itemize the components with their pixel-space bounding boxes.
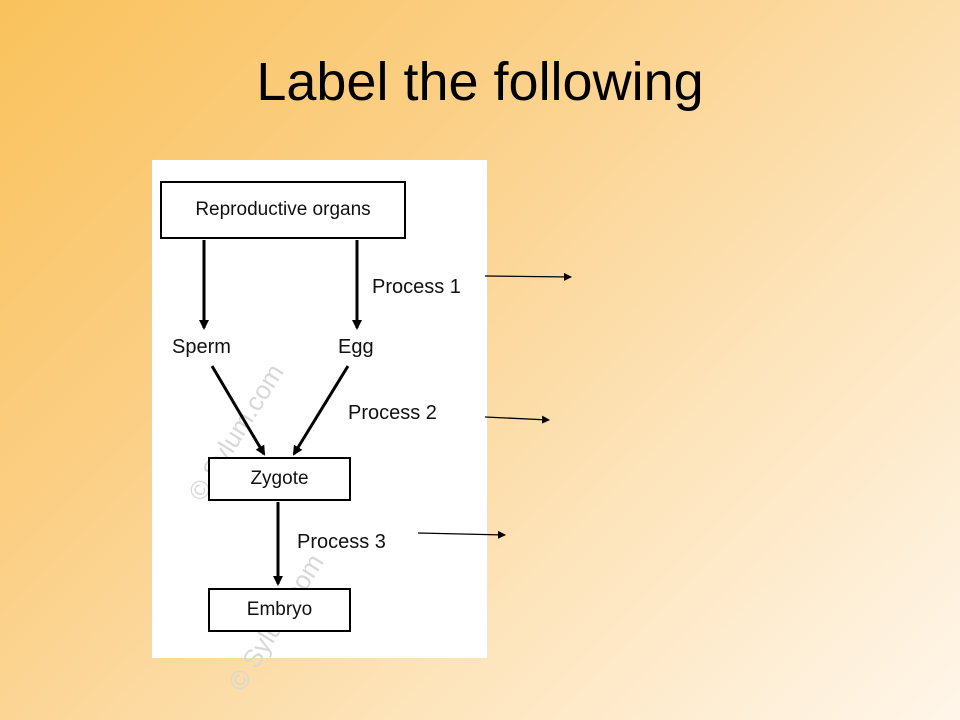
arrow-egg-to-zygote xyxy=(292,365,350,456)
reproductive-organs-box: Reproductive organs xyxy=(160,181,406,239)
sperm-label: Sperm xyxy=(172,336,231,358)
flowchart-panel: © Sylum.com © Sylum.com Reproductive org… xyxy=(152,160,487,696)
egg-label: Egg xyxy=(338,336,374,358)
flow-arrows xyxy=(199,240,362,586)
process-3-label: Process 3 xyxy=(297,531,386,553)
slide-title: Label the following xyxy=(256,52,704,112)
zygote-box: Zygote xyxy=(208,457,351,501)
process-1-label: Process 1 xyxy=(372,276,461,298)
pointer-arrow-process-3 xyxy=(417,530,506,539)
arrow-sperm-to-zygote xyxy=(210,365,266,456)
pointer-arrow-process-2 xyxy=(484,415,550,424)
process-2-label: Process 2 xyxy=(348,402,437,424)
embryo-box: Embryo xyxy=(208,588,351,632)
pointer-arrow-process-1 xyxy=(484,272,572,281)
